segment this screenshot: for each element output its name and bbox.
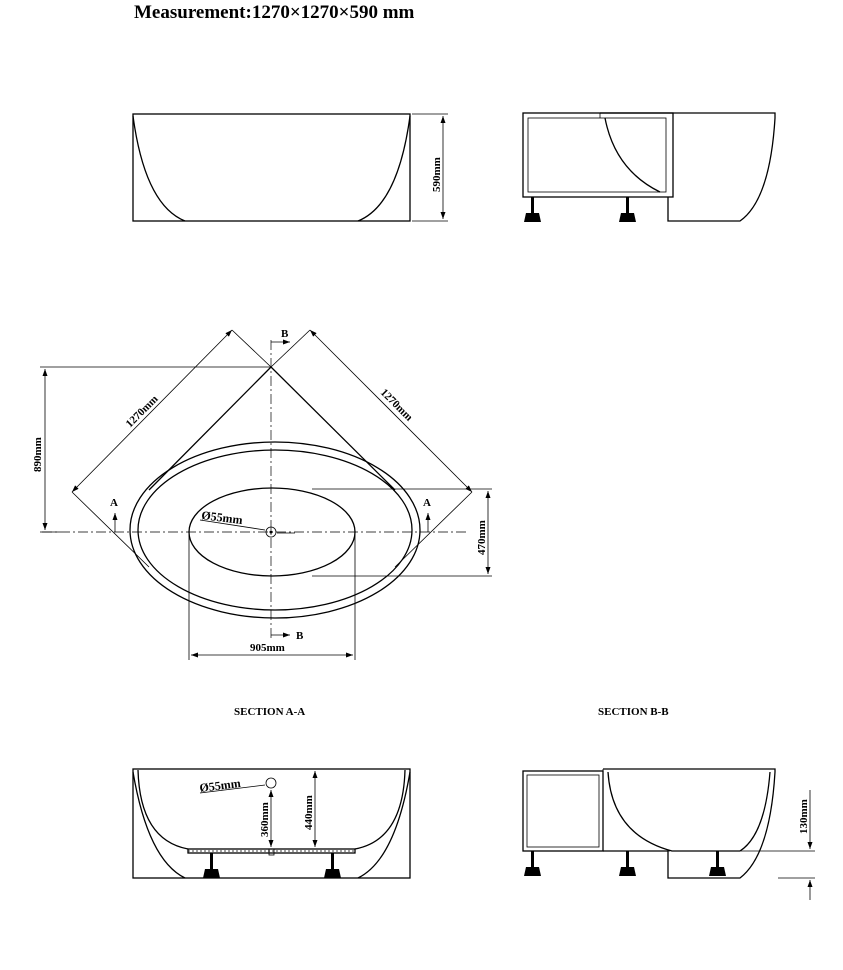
plan-view: 1270mm 1270mm 890mm 470mm 905mm Ø55mm A — [32, 328, 492, 660]
side-1270-left-label: 1270mm — [124, 393, 161, 430]
side-1270-right-label: 1270mm — [378, 387, 415, 424]
section-b-marker-bottom: B — [296, 630, 304, 642]
width-470-label: 470mm — [476, 520, 488, 555]
height-590-label: 590mm — [431, 157, 443, 192]
drain-circle — [265, 526, 277, 538]
section-aa-view: Ø55mm 360mm 440mm — [132, 768, 411, 879]
section-bb-title: SECTION B-B — [598, 706, 669, 718]
depth-440-label: 440mm — [303, 795, 315, 830]
depth-360-label: 360mm — [259, 802, 271, 837]
floor-130-label: 130mm — [798, 799, 810, 834]
section-a-marker-right: A — [423, 497, 431, 509]
section-aa-title: SECTION A-A — [234, 706, 305, 718]
front-elevation: 590mm — [132, 113, 448, 222]
overflow-circle — [265, 777, 277, 789]
drain-55-section-label: Ø55mm — [199, 776, 242, 795]
section-bb-view: 130mm — [522, 768, 815, 900]
drain-55-top-label: Ø55mm — [201, 508, 244, 527]
length-905-label: 905mm — [250, 642, 285, 654]
side-elevation — [522, 112, 776, 222]
measurement-title: Measurement:1270×1270×590 mm — [134, 2, 415, 23]
depth-890-label: 890mm — [32, 437, 44, 472]
section-b-marker-top: B — [281, 328, 289, 340]
section-a-marker-left: A — [110, 497, 118, 509]
